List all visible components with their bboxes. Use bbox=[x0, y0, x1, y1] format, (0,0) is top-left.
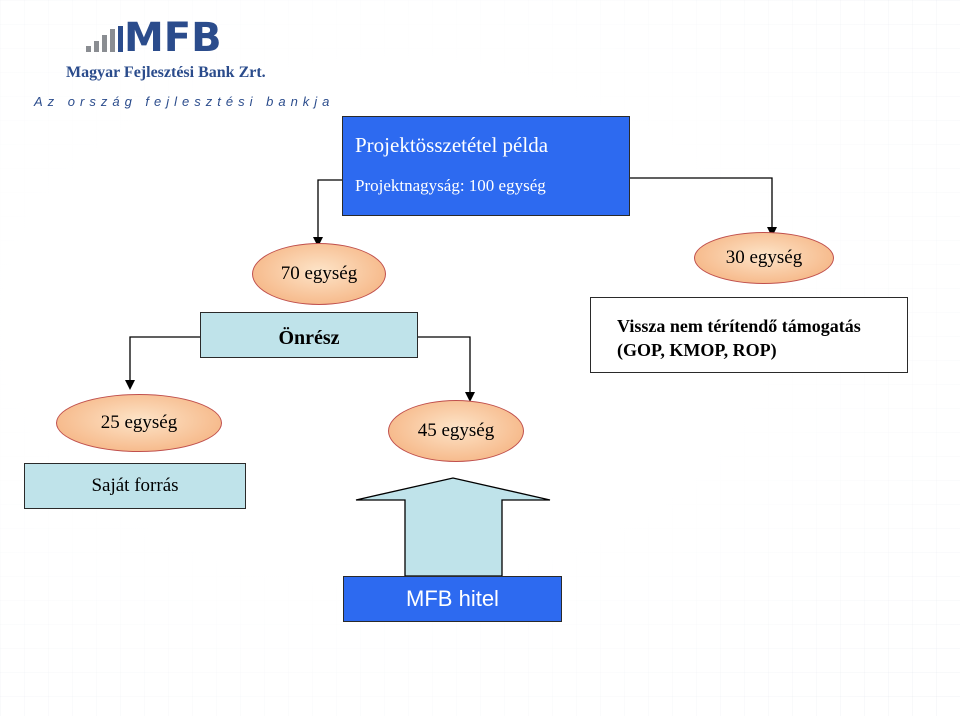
own-source-label: Saját forrás bbox=[91, 475, 179, 496]
project-title-box: Projektösszetétel példa Projektnagyság: … bbox=[342, 116, 630, 216]
loan-up-arrow bbox=[355, 477, 551, 577]
logo-company-name: Magyar Fejlesztési Bank Zrt. bbox=[66, 64, 266, 81]
grant-box: Vissza nem térítendő támogatás (GOP, KMO… bbox=[590, 297, 908, 373]
logo-wordmark: MFB bbox=[124, 15, 222, 61]
logo-tagline: Az ország fejlesztési bankja bbox=[34, 94, 335, 109]
connector-title-to-left bbox=[313, 179, 342, 247]
grant-label-line1: Vissza nem térítendő támogatás bbox=[617, 316, 861, 336]
logo-bars-icon bbox=[86, 26, 126, 52]
onresz-label: Önrész bbox=[278, 327, 340, 349]
oval-left-amount: 70 egység bbox=[252, 243, 386, 305]
oval-right-amount: 30 egység bbox=[694, 232, 834, 284]
project-size: Projektnagyság: 100 egység bbox=[355, 176, 546, 195]
oval-loan-amount: 45 egység bbox=[388, 400, 524, 462]
loan-amount-label: 45 egység bbox=[417, 420, 495, 441]
grant-label-line2: (GOP, KMOP, ROP) bbox=[617, 340, 777, 360]
connector-title-to-right bbox=[630, 177, 777, 237]
own-amount-label: 25 egység bbox=[100, 412, 178, 433]
mfb-loan-box: MFB hitel bbox=[343, 576, 562, 622]
own-source-box: Saját forrás bbox=[24, 463, 246, 509]
oval-own-amount: 25 egység bbox=[56, 394, 222, 452]
connector-onresz-to-own bbox=[125, 336, 200, 390]
project-title: Projektösszetétel példa bbox=[355, 133, 549, 157]
right-amount-label: 30 egység bbox=[725, 247, 803, 268]
onresz-box: Önrész bbox=[200, 312, 418, 358]
mfb-loan-label: MFB hitel bbox=[406, 586, 499, 611]
left-amount-label: 70 egység bbox=[280, 263, 358, 284]
connector-onresz-to-loan bbox=[418, 336, 475, 402]
